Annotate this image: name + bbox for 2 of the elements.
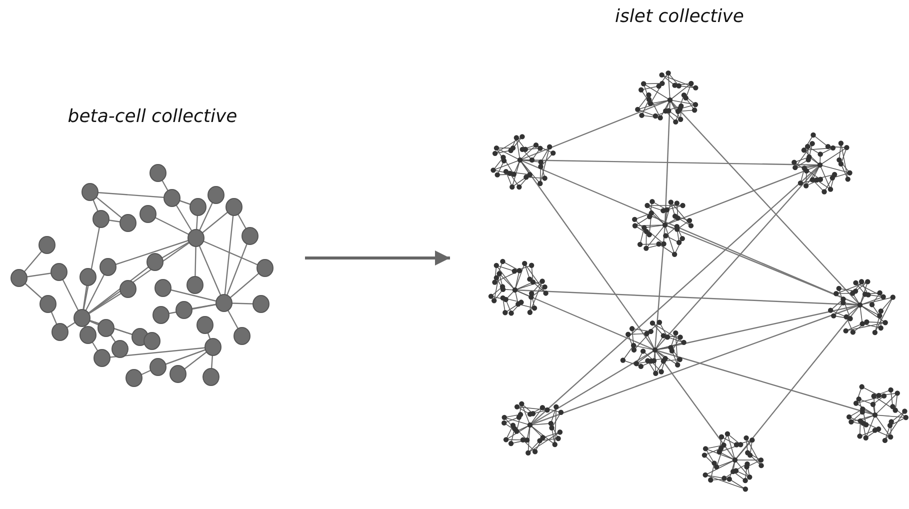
network-title: beta-cell collective bbox=[68, 106, 238, 127]
network-title: islet collective bbox=[615, 6, 744, 27]
